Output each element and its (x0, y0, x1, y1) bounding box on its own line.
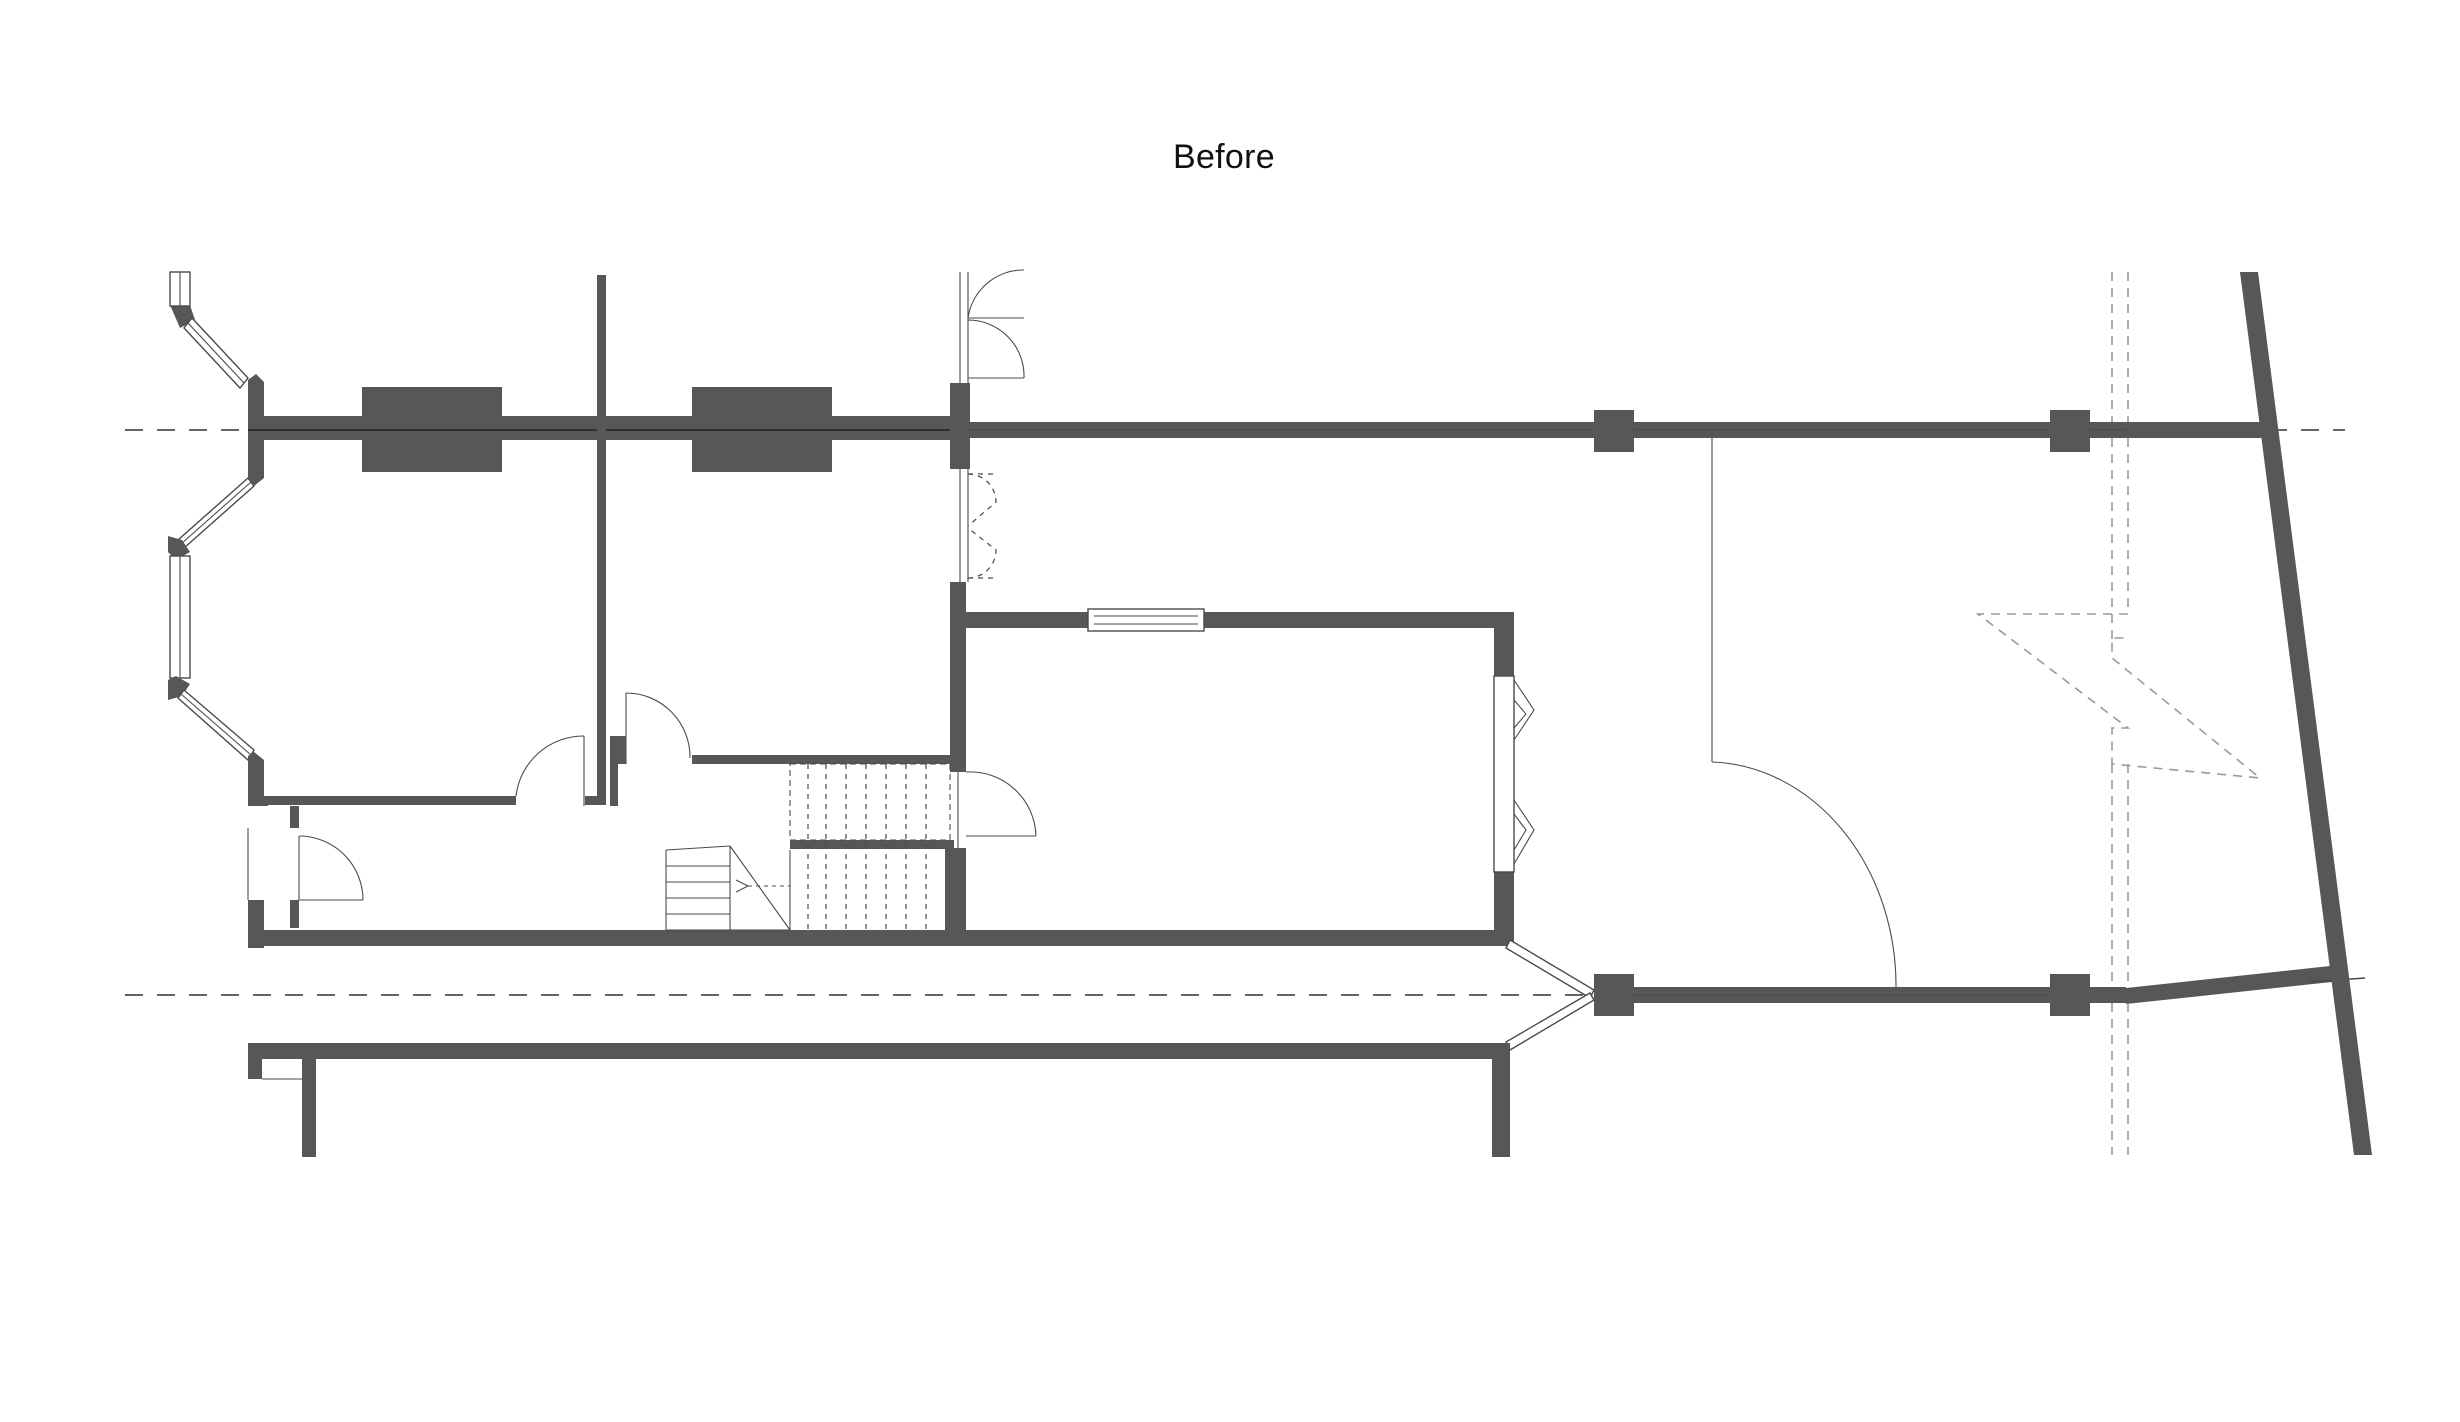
upper-party-wall (248, 383, 2266, 472)
bay-glass-mid-upper-line (180, 481, 252, 545)
bifold-door-lower-b (1513, 813, 1527, 851)
garden-door-arc-a (967, 473, 997, 527)
front-room-lower-wall-b (585, 796, 605, 805)
upper-wall-rear-stub (950, 383, 970, 469)
front-room-lower-wall (248, 796, 516, 805)
bay-corner-mid-lower (168, 676, 190, 700)
bay-glass-upper-line (187, 322, 245, 384)
bifold-frame (1493, 675, 1515, 873)
pier-lower-2 (2050, 974, 2090, 1016)
garden-door-arc-b (967, 527, 997, 579)
stair-enclosure-top (790, 840, 950, 849)
pier-lower-1 (1594, 974, 1634, 1016)
rear-room-walls (950, 582, 1535, 946)
front-room-door-arc (515, 735, 585, 797)
rear-room-left-wall-upper (950, 582, 966, 772)
stair-outline-upper (789, 763, 951, 841)
stair-arrow-a (735, 879, 749, 887)
bay-jamb-upper (248, 374, 264, 416)
entrance-door-arc (298, 835, 364, 901)
rear-room-window (1087, 608, 1205, 632)
lower-wall-end (2090, 987, 2126, 1003)
gate-swing-arc (1711, 761, 1897, 988)
stair-enclosure-side (945, 840, 954, 936)
lower-wall-angled (2126, 966, 2332, 1004)
kitchen-door-arc (965, 771, 1037, 837)
garden-features (1711, 438, 1897, 988)
upper-wall-end (2126, 422, 2266, 438)
bifold-door-lower (1513, 799, 1535, 865)
diagram-title: Before (1173, 138, 1275, 176)
hall-front-jamb-top (248, 796, 268, 806)
outbuilding-outline-mid (1975, 438, 2263, 780)
bay-jamb-mid-upper (248, 440, 264, 486)
bifold-door-upper (1513, 679, 1535, 741)
bay-corner-mid-upper (168, 536, 190, 560)
neighbour-left-stub (248, 1043, 262, 1079)
lower-house-wall (248, 930, 1510, 946)
neighbour-top-wall (248, 1043, 1510, 1059)
neighbour-building (248, 1043, 1510, 1157)
center-lines (125, 429, 2345, 996)
staircase (665, 763, 951, 931)
garden-boundary-wall (2240, 272, 2372, 1155)
stair-winder-1 (665, 845, 731, 851)
doors (298, 269, 1037, 901)
stair-string (729, 845, 791, 931)
hall-front-stub (290, 806, 299, 828)
link-glass-upper (1505, 939, 1595, 999)
rear-room-right-wall-upper (1494, 612, 1514, 676)
pier-upper-2 (2050, 410, 2090, 452)
rear-door-top-arc-b (967, 319, 1025, 379)
internal-partition (597, 275, 606, 805)
hall-wall-back (692, 755, 954, 764)
rear-room-top-wall-a (950, 612, 1088, 628)
bay-jamb-lower (248, 752, 264, 800)
stair-arrow-b (735, 885, 749, 893)
rear-room-left-wall-lower (950, 848, 966, 940)
bifold-door-upper-b (1513, 699, 1527, 729)
back-room-door-arc (625, 692, 691, 759)
bay-glass-mid-lower-line (180, 693, 252, 756)
rear-room-right-wall-lower (1494, 872, 1514, 946)
pier-upper-1 (1594, 410, 1634, 452)
upper-wall-house (248, 416, 968, 440)
rear-door-top-arc-a (967, 269, 1025, 319)
link-glass-lower (1505, 992, 1595, 1051)
back-room-door-jamb-b (610, 764, 618, 806)
hallway-walls (247, 755, 1510, 948)
neighbour-right-wall (1492, 1059, 1510, 1157)
neighbour-left-wall (302, 1059, 316, 1157)
back-room-door-jamb (610, 736, 626, 764)
bay-window (168, 271, 264, 800)
rear-room-top-wall-b (1204, 612, 1514, 628)
hall-front-stub-b (290, 900, 299, 928)
dashed-outbuilding-outline (1975, 272, 2263, 1155)
lower-party-wall (1505, 939, 2366, 1051)
